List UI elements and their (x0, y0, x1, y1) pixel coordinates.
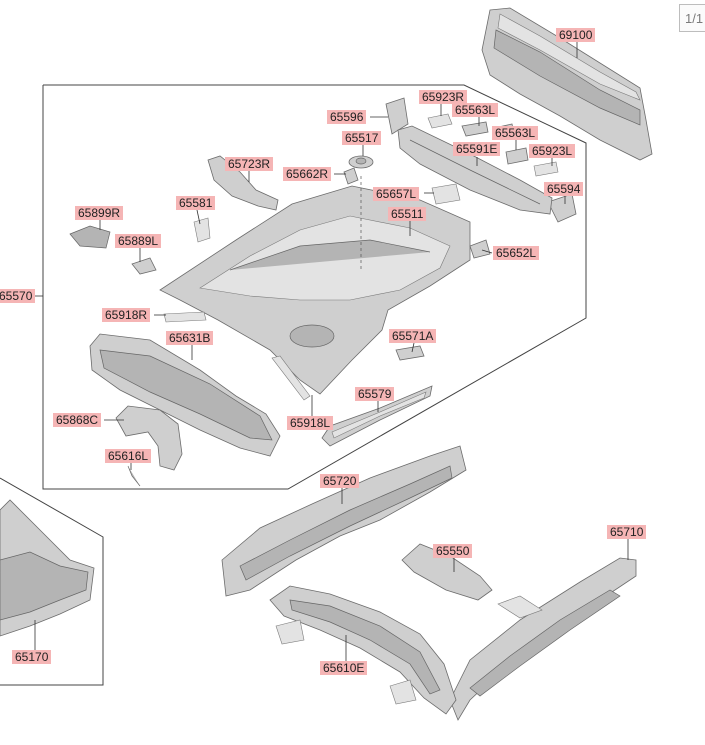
small-bracket-part (431, 183, 461, 205)
callout-65563L-upper: 65563L (452, 103, 499, 117)
bracket-a-part (395, 345, 425, 361)
callout-65923R: 65923R (419, 90, 468, 104)
strip-right-part (163, 311, 207, 323)
assembly-frame (42, 84, 587, 490)
callout-69100: 69100 (556, 28, 596, 42)
leader-lines (31, 42, 629, 661)
callout-65610E: 65610E (320, 661, 368, 675)
callout-65170: 65170 (12, 650, 52, 664)
side-member-part (89, 333, 281, 457)
adjacent-assembly-frame (0, 477, 104, 686)
long-rail-part (397, 125, 553, 215)
callout-65570: 65570 (0, 289, 36, 303)
callout-65616L: 65616L (105, 449, 152, 463)
rear-panel-part (481, 7, 653, 161)
callout-65571A: 65571A (389, 329, 437, 343)
callout-65579: 65579 (355, 387, 395, 401)
callout-65899R: 65899R (75, 206, 124, 220)
callout-65581: 65581 (176, 196, 216, 210)
floor-pan-part (159, 185, 471, 395)
callout-65657L: 65657L (373, 187, 420, 201)
callout-65596: 65596 (327, 110, 367, 124)
callout-65723R: 65723R (225, 157, 274, 171)
right-side-member-part (449, 557, 637, 721)
callout-65511: 65511 (388, 207, 427, 221)
mount-bracket-part (469, 239, 491, 259)
side-bracket-part (69, 225, 111, 249)
page-indicator[interactable]: 1/1 (679, 4, 705, 32)
wheel-house-part (115, 405, 183, 471)
small-plate-part (193, 217, 211, 243)
callout-65889L: 65889L (115, 234, 162, 248)
center-bracket-part (401, 543, 493, 601)
callout-65918R: 65918R (102, 308, 151, 322)
grommet-part (348, 155, 374, 169)
callout-65550: 65550 (433, 544, 473, 558)
callout-65918L: 65918L (287, 416, 334, 430)
callout-65923L: 65923L (529, 144, 576, 158)
left-side-member-part (269, 585, 457, 715)
side-bracket-small-part (131, 257, 157, 275)
callout-65631B: 65631B (166, 331, 214, 345)
callout-65594: 65594 (544, 182, 584, 196)
callout-65720: 65720 (320, 474, 360, 488)
rear-cross-member-part (221, 445, 467, 597)
callout-65868C: 65868C (53, 413, 102, 427)
front-floor-partial-part (0, 499, 95, 637)
callout-65662R: 65662R (283, 167, 332, 181)
callout-65591E: 65591E (453, 142, 501, 156)
strip-left-part (271, 355, 311, 401)
clip-part (343, 167, 359, 185)
callout-65652L: 65652L (493, 246, 540, 260)
cross-plate-part (321, 385, 433, 447)
small-clip-part (127, 465, 141, 487)
callout-65563L-lower: 65563L (492, 126, 539, 140)
callout-65517: 65517 (342, 131, 382, 145)
callout-65710: 65710 (607, 525, 647, 539)
